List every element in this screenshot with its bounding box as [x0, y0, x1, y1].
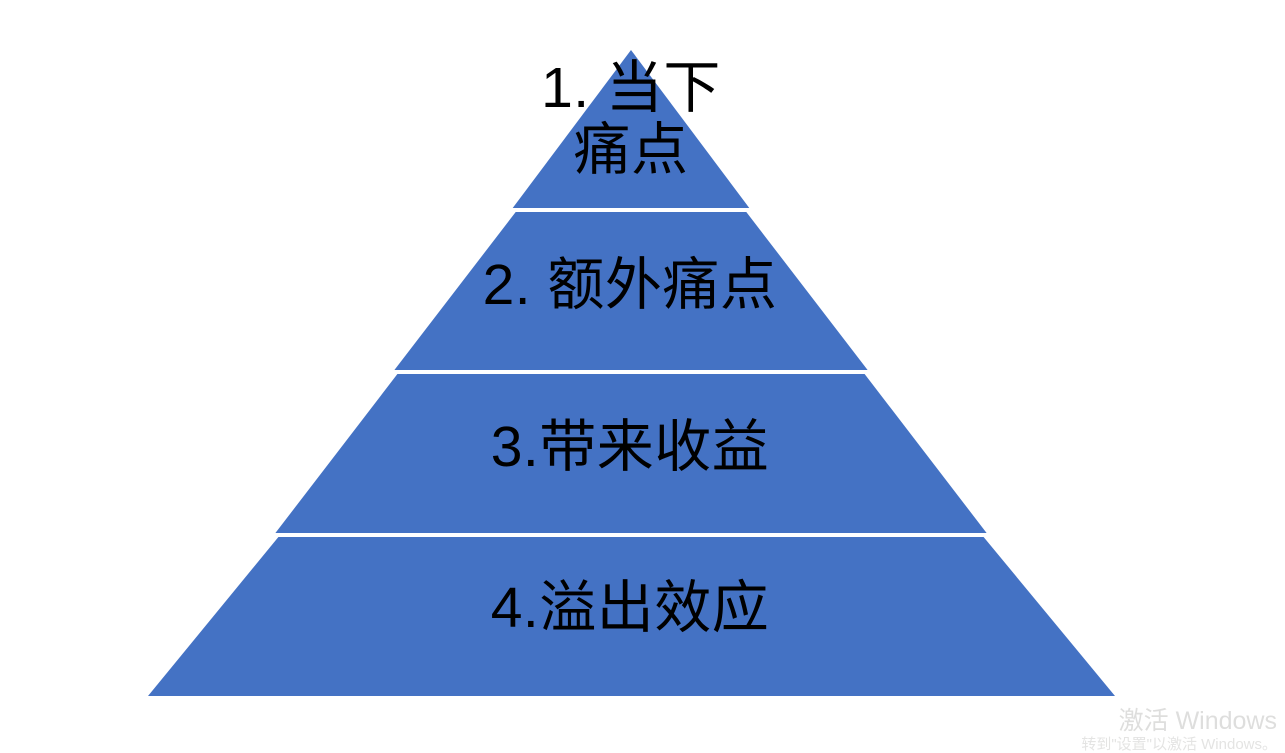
pyramid-tier-3-shape[interactable] [275, 374, 987, 533]
pyramid-tier-1-shape[interactable] [512, 50, 750, 208]
pyramid-tier-4-shape[interactable] [148, 537, 1115, 696]
pyramid-tier-2-shape[interactable] [394, 212, 868, 370]
